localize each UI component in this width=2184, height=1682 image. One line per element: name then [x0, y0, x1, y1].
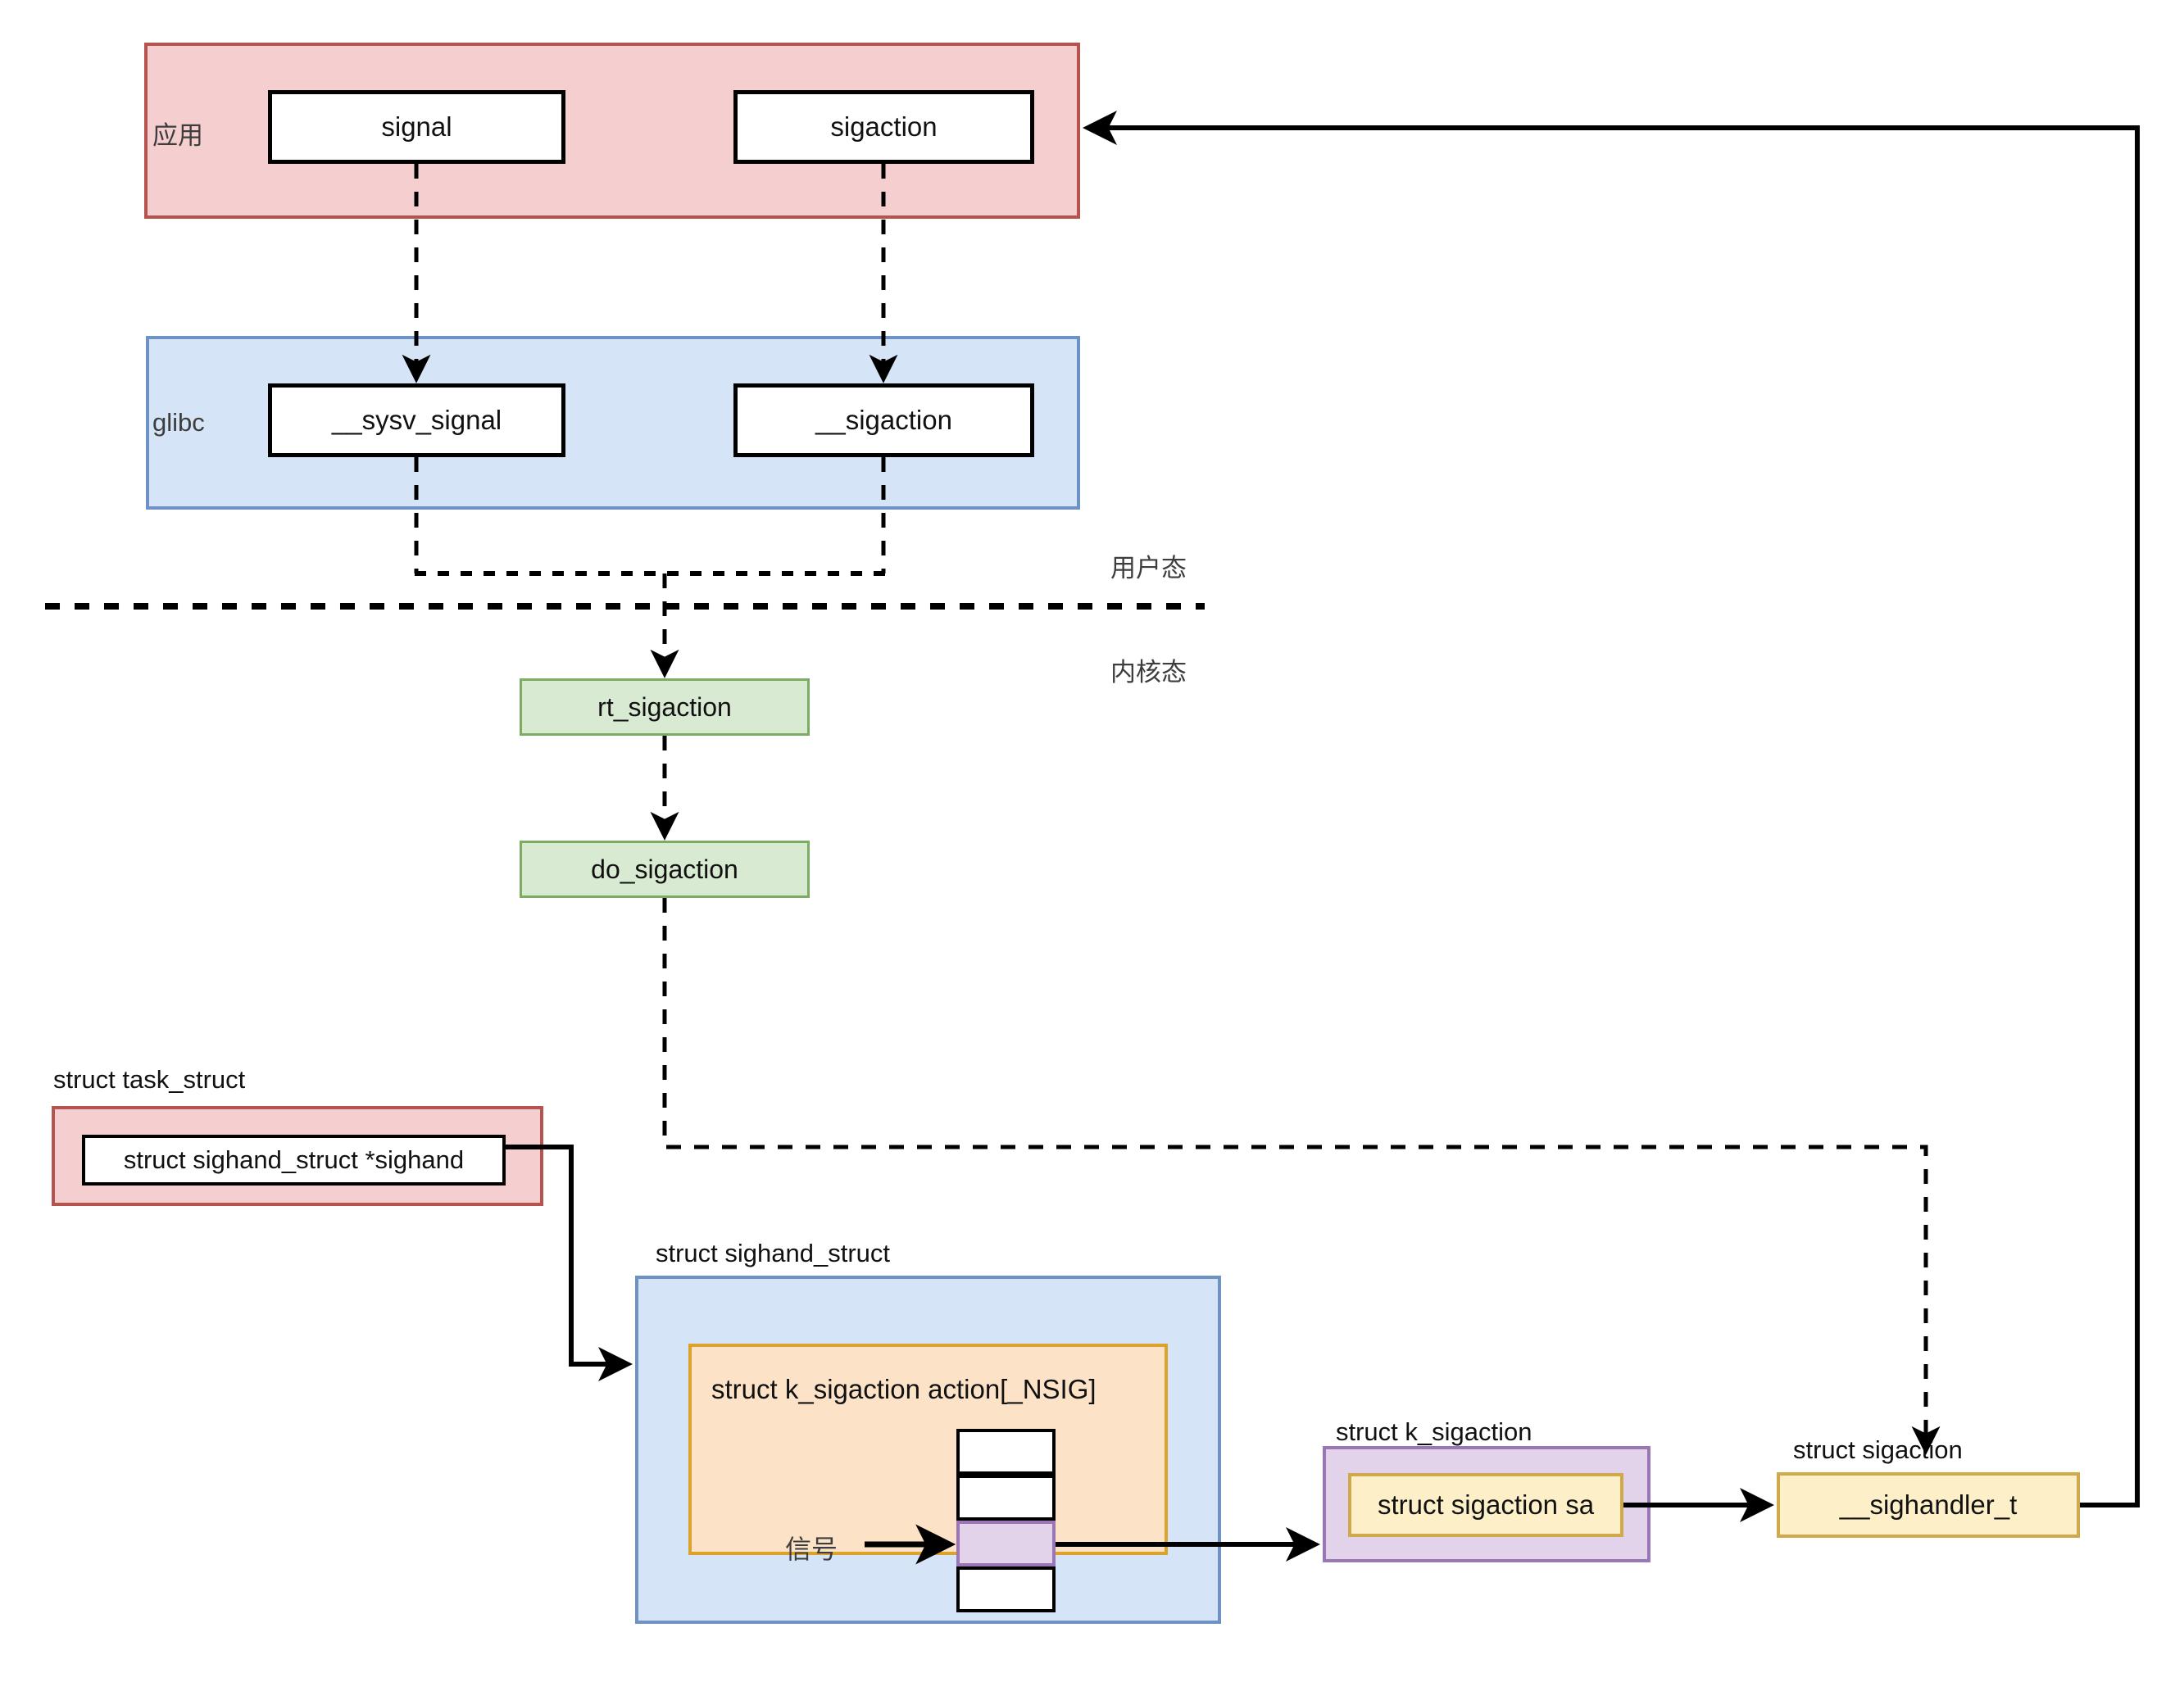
kernel-box-do-sigaction[interactable]: do_sigaction: [520, 841, 810, 898]
task-struct-caption: struct task_struct: [53, 1065, 246, 1094]
signal-input-label: 信号: [785, 1535, 838, 1564]
action-array-cell-2-highlighted[interactable]: [956, 1521, 1056, 1566]
sigaction-field-sighandler-t[interactable]: __sighandler_t: [1777, 1472, 2080, 1538]
k-sigaction-field-sa[interactable]: struct sigaction sa: [1348, 1473, 1623, 1537]
sigaction-struct-caption: struct sigaction: [1793, 1435, 1963, 1464]
action-array-cell-3[interactable]: [956, 1566, 1056, 1612]
glibc-box-sysv-signal[interactable]: __sysv_signal: [268, 383, 565, 457]
mode-label-kernel: 内核态: [1110, 658, 1187, 687]
action-array-cell-0[interactable]: [956, 1429, 1056, 1475]
app-box-sigaction[interactable]: sigaction: [733, 90, 1034, 164]
app-box-signal[interactable]: signal: [268, 90, 565, 164]
task-struct-field-sighand[interactable]: struct sighand_struct *sighand: [82, 1135, 506, 1186]
k-sigaction-caption: struct k_sigaction: [1336, 1417, 1532, 1446]
k-sigaction-array-title: struct k_sigaction action[_NSIG]: [711, 1374, 1097, 1404]
mode-label-user: 用户态: [1110, 554, 1187, 583]
edge-sighandler-return-to-app: [1083, 111, 2140, 1507]
band-glibc-label: glibc: [152, 408, 205, 437]
action-array-cell-1[interactable]: [956, 1475, 1056, 1521]
glibc-box-sigaction[interactable]: __sigaction: [733, 383, 1034, 457]
kernel-box-rt-sigaction[interactable]: rt_sigaction: [520, 678, 810, 736]
sighand-struct-caption: struct sighand_struct: [656, 1239, 891, 1267]
band-application-label: 应用: [152, 121, 203, 150]
